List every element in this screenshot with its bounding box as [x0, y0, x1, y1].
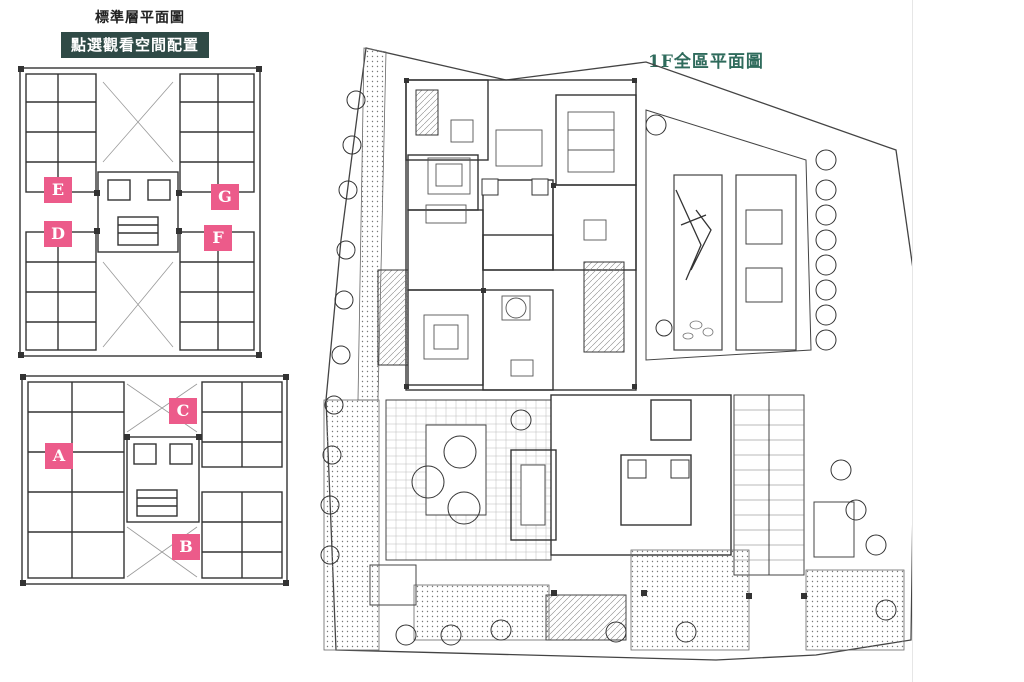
view-layout-banner: 點選觀看空間配置 — [61, 32, 209, 58]
unit-g-button[interactable]: G — [211, 184, 239, 210]
unit-a-button[interactable]: A — [45, 443, 73, 469]
ground-floor-site-plan — [320, 47, 912, 661]
standard-floor-plan-title: 標準層平面圖 — [95, 10, 185, 26]
floor-plan-upper — [18, 66, 262, 358]
floor-plan-lower — [20, 374, 289, 586]
unit-c-button[interactable]: C — [169, 398, 197, 424]
unit-f-button[interactable]: F — [204, 225, 232, 251]
unit-d-button[interactable]: D — [44, 221, 72, 247]
unit-e-button[interactable]: E — [44, 177, 72, 203]
ground-floor-plan-title: 1F全區平面圖 — [648, 52, 764, 72]
page-edge-divider — [912, 0, 913, 682]
unit-b-button[interactable]: B — [172, 534, 200, 560]
